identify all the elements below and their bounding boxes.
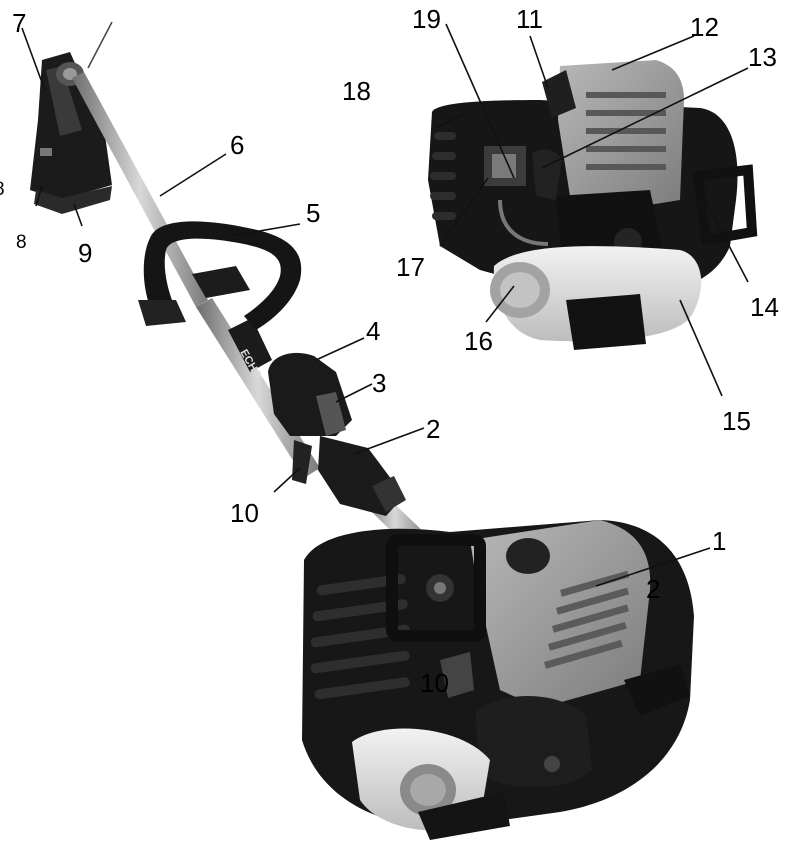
throttle-handle bbox=[268, 352, 406, 516]
callout-7: 7 bbox=[12, 8, 27, 38]
debris-shield bbox=[30, 52, 112, 214]
callout-15: 15 bbox=[722, 406, 751, 436]
callout-9: 9 bbox=[78, 238, 93, 268]
left-edge-fragment: 8 bbox=[0, 180, 5, 199]
callout-2: 2 bbox=[426, 414, 441, 444]
callout-18: 18 bbox=[342, 76, 371, 106]
callout-12: 12 bbox=[690, 12, 719, 42]
callout-1: 1 bbox=[712, 526, 727, 556]
callout-14: 14 bbox=[750, 292, 779, 322]
engine-overlay-2: 2 bbox=[646, 574, 661, 604]
callout-5: 5 bbox=[306, 198, 321, 228]
main-engine bbox=[302, 520, 694, 840]
leader-lines bbox=[21, 23, 749, 587]
cutting-line bbox=[87, 21, 113, 69]
callout-10: 10 bbox=[230, 498, 259, 528]
callout-4: 4 bbox=[366, 316, 381, 346]
callout-3: 3 bbox=[372, 368, 387, 398]
callout-16: 16 bbox=[464, 326, 493, 356]
callout-6: 6 bbox=[230, 130, 245, 160]
callout-8: 8 bbox=[16, 232, 27, 253]
callout-17: 17 bbox=[396, 252, 425, 282]
callout-13: 13 bbox=[748, 42, 777, 72]
detail-engine bbox=[428, 60, 758, 350]
loop-handle bbox=[138, 221, 302, 330]
callout-19: 19 bbox=[412, 4, 441, 34]
engine-overlay-10: 10 bbox=[420, 668, 449, 698]
callout-11: 11 bbox=[516, 4, 543, 34]
